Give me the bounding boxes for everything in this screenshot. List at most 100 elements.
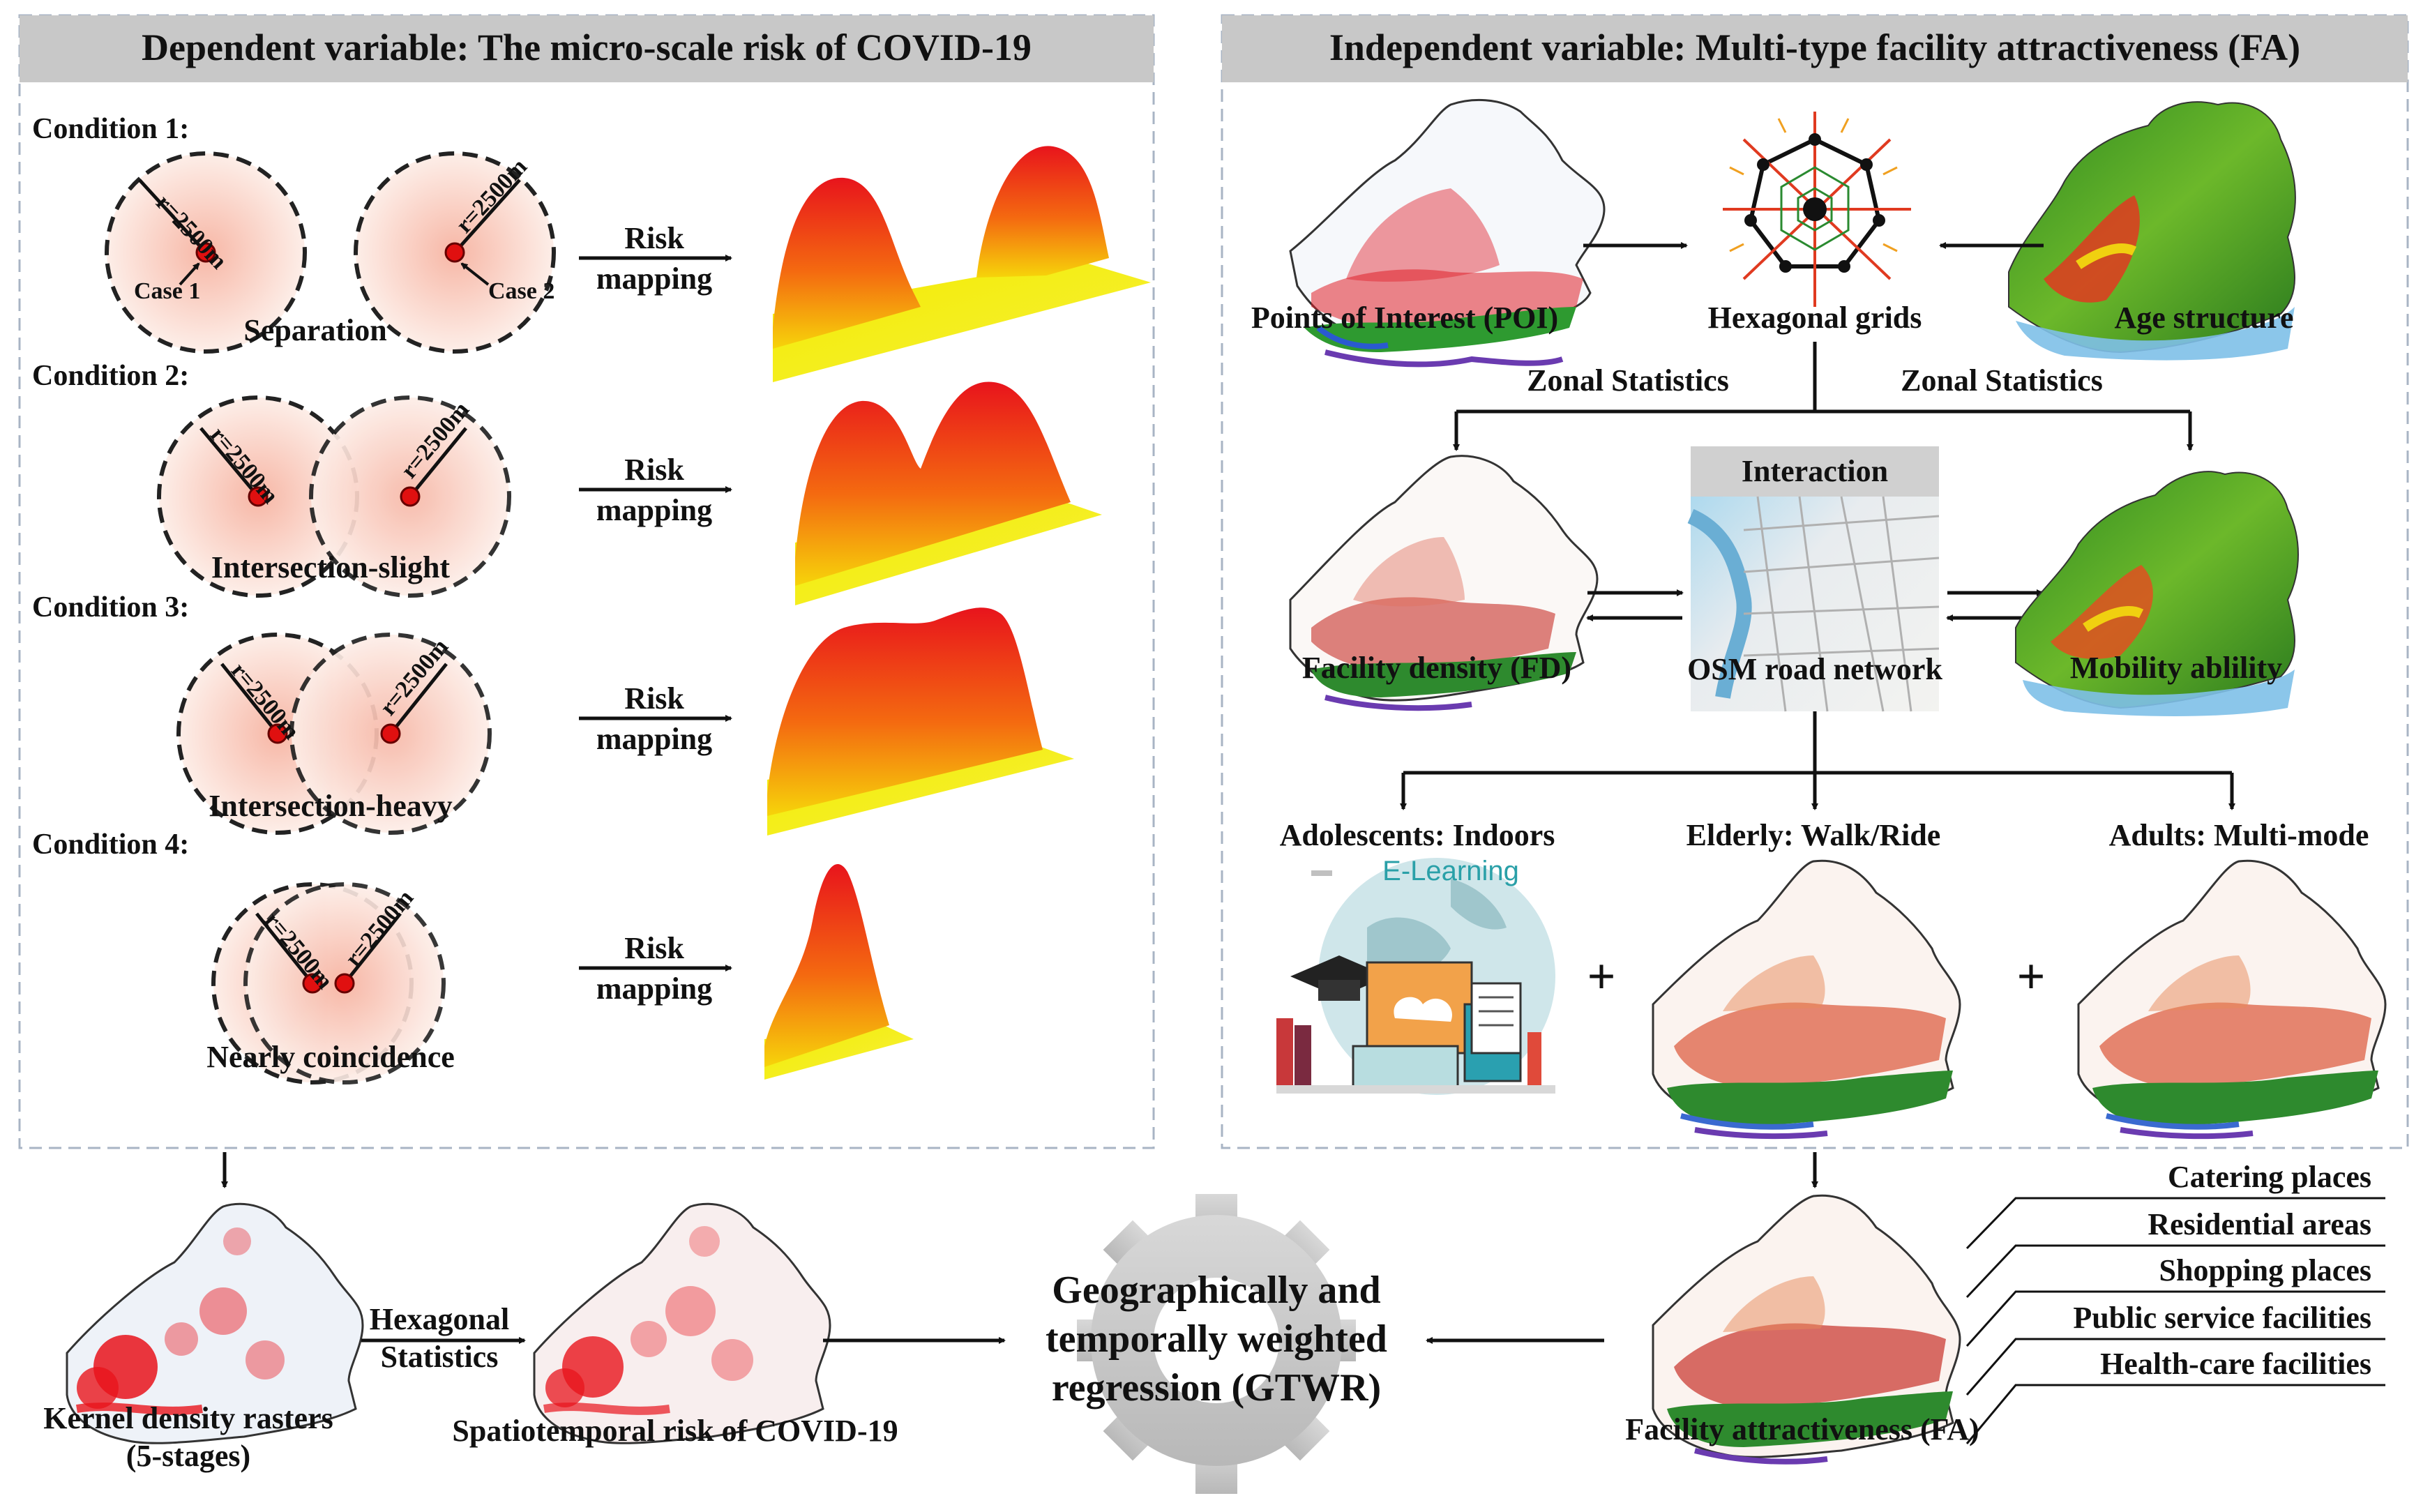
adults-map	[2077, 859, 2387, 1140]
risk-mapping-label: mapping	[596, 493, 712, 527]
risk-mapping-label: Risk	[624, 681, 684, 716]
condition-3: Condition 3: r=2500m r=2500m Intersectio…	[32, 591, 1074, 836]
kernel-label-1: Kernel density rasters	[43, 1401, 333, 1435]
case-1-label: Case 1	[134, 278, 200, 304]
risk-mapping-label: mapping	[596, 722, 712, 756]
condition-2-caption: Intersection-slight	[211, 550, 451, 584]
right-panel: Independent variable: Multi-type facilit…	[1221, 14, 2409, 1149]
risk-mapping-label: Risk	[624, 221, 684, 255]
radius-line	[199, 427, 259, 498]
left-panel-header: Dependent variable: The micro-scale risk…	[142, 27, 1032, 68]
condition-1-caption: Separation	[243, 313, 386, 347]
poi-label: Points of Interest (POI)	[1251, 301, 1558, 335]
e-learning-illustration: E-Learning	[1276, 856, 1555, 1095]
radius-line	[138, 179, 207, 254]
document-icon	[1470, 982, 1522, 1054]
laptop-icon	[1352, 1045, 1459, 1089]
bottom-row: Kernel density rasters (5-stages) Hexago…	[43, 1152, 2385, 1494]
case-2-label: Case 2	[488, 278, 554, 304]
zonal-stats-left: Zonal Statistics	[1527, 363, 1729, 398]
interaction-header-bg	[1691, 446, 1939, 497]
poi-cluster	[1346, 188, 1500, 282]
elderly-label: Elderly: Walk/Ride	[1686, 818, 1941, 852]
risk-surface-base	[773, 259, 1151, 382]
hex-center-point	[1803, 197, 1827, 221]
adults-label: Adults: Multi-mode	[2109, 818, 2369, 852]
right-panel-header-bg	[1222, 15, 2408, 82]
fd-cluster	[1353, 537, 1465, 607]
gtwr-gear-icon	[1077, 1194, 1356, 1494]
condition-4: Condition 4: r=2500m r=2500m Nearly coin…	[32, 829, 914, 1084]
gtwr-label-1: Geographically and	[1052, 1269, 1380, 1312]
plus-sign: +	[2016, 948, 2045, 1004]
hexagonal-grid-icon: Hexagonal grids	[1708, 112, 1922, 335]
facility-type-public-service: Public service facilities	[2073, 1301, 2371, 1335]
zonal-stats-right: Zonal Statistics	[1901, 363, 2103, 398]
radius-line	[453, 179, 521, 254]
risk-mapping-label: mapping	[596, 972, 712, 1006]
facility-types-list: Catering places Residential areas Shoppi…	[1965, 1160, 2385, 1444]
facility-type-shopping: Shopping places	[2159, 1253, 2371, 1287]
condition-4-title: Condition 4:	[32, 829, 189, 861]
spatiotemporal-risk-map: Spatiotemporal risk of COVID-19	[452, 1202, 898, 1448]
gtwr-label-2: temporally weighted	[1046, 1317, 1387, 1361]
risk-peak	[795, 381, 1071, 586]
age-structure-map: Age structure	[2008, 101, 2296, 361]
risk-mapping-label: Risk	[624, 931, 684, 965]
risk-mapping-label: mapping	[596, 262, 712, 296]
osm-road-network: Interaction OSM road network	[1687, 446, 1942, 712]
fd-cluster	[1311, 597, 1555, 673]
case-pointer	[179, 262, 200, 286]
interaction-label: Interaction	[1742, 454, 1888, 488]
left-panel-header-bg	[20, 15, 1154, 82]
case-point	[267, 723, 288, 744]
hex-stats-label-1: Hexagonal	[370, 1302, 509, 1336]
facility-type-catering: Catering places	[2168, 1160, 2371, 1194]
condition-3-caption: Intersection-heavy	[209, 789, 453, 823]
kernel-label-2: (5-stages)	[126, 1439, 250, 1473]
risk-peak	[767, 607, 1043, 816]
condition-2: Condition 2: r=2500m r=2500m Intersectio…	[32, 360, 1102, 605]
case-point	[444, 242, 465, 263]
right-panel-header: Independent variable: Multi-type facilit…	[1329, 27, 2300, 68]
gtwr-label-3: regression (GTWR)	[1052, 1366, 1381, 1409]
radius-line	[255, 912, 314, 985]
hex-label: Hexagonal grids	[1708, 301, 1922, 335]
facility-type-residential: Residential areas	[2148, 1207, 2371, 1241]
facility-type-health-care: Health-care facilities	[2100, 1347, 2371, 1381]
age-hotspot	[2044, 195, 2140, 303]
poi-green-band	[1304, 307, 1576, 352]
condition-2-title: Condition 2:	[32, 360, 189, 392]
radius-line	[343, 912, 402, 985]
condition-3-title: Condition 3:	[32, 591, 189, 623]
age-map-coast	[2016, 307, 2295, 361]
elderly-map	[1652, 859, 1961, 1140]
hex-stats-label-2: Statistics	[381, 1340, 499, 1374]
poi-blue-band	[1316, 325, 1389, 349]
case-pointer	[460, 262, 490, 286]
plus-sign: +	[1587, 948, 1615, 1004]
osm-label: OSM road network	[1687, 652, 1942, 686]
condition-4-caption: Nearly coincidence	[206, 1040, 455, 1074]
poi-map: Points of Interest (POI)	[1251, 99, 1606, 368]
radius-line	[220, 663, 279, 735]
hex-inner	[1780, 166, 1850, 251]
risk-peak	[764, 863, 889, 1067]
mobility-map: Mobility ablility	[2015, 471, 2299, 716]
condition-1: Condition 1: r=2500m r=2500m Case 1 Case…	[32, 113, 1151, 382]
fd-green-band	[1311, 652, 1576, 697]
case-point	[248, 486, 269, 507]
poi-purple-band	[1325, 349, 1564, 368]
case-point	[380, 723, 401, 744]
case-point	[334, 973, 355, 994]
radius-line	[409, 427, 467, 498]
case-point	[400, 486, 421, 507]
spatiotemporal-label: Spatiotemporal risk of COVID-19	[452, 1414, 898, 1448]
kernel-density-map: Kernel density rasters (5-stages)	[43, 1202, 364, 1473]
condition-1-title: Condition 1:	[32, 113, 189, 145]
fd-label: Facility density (FD)	[1302, 651, 1571, 685]
fa-map: Facility attractiveness (FA)	[1625, 1194, 1979, 1465]
e-learning-text: E-Learning	[1382, 856, 1519, 886]
fa-label: Facility attractiveness (FA)	[1625, 1412, 1979, 1446]
risk-surface-base	[795, 490, 1102, 605]
